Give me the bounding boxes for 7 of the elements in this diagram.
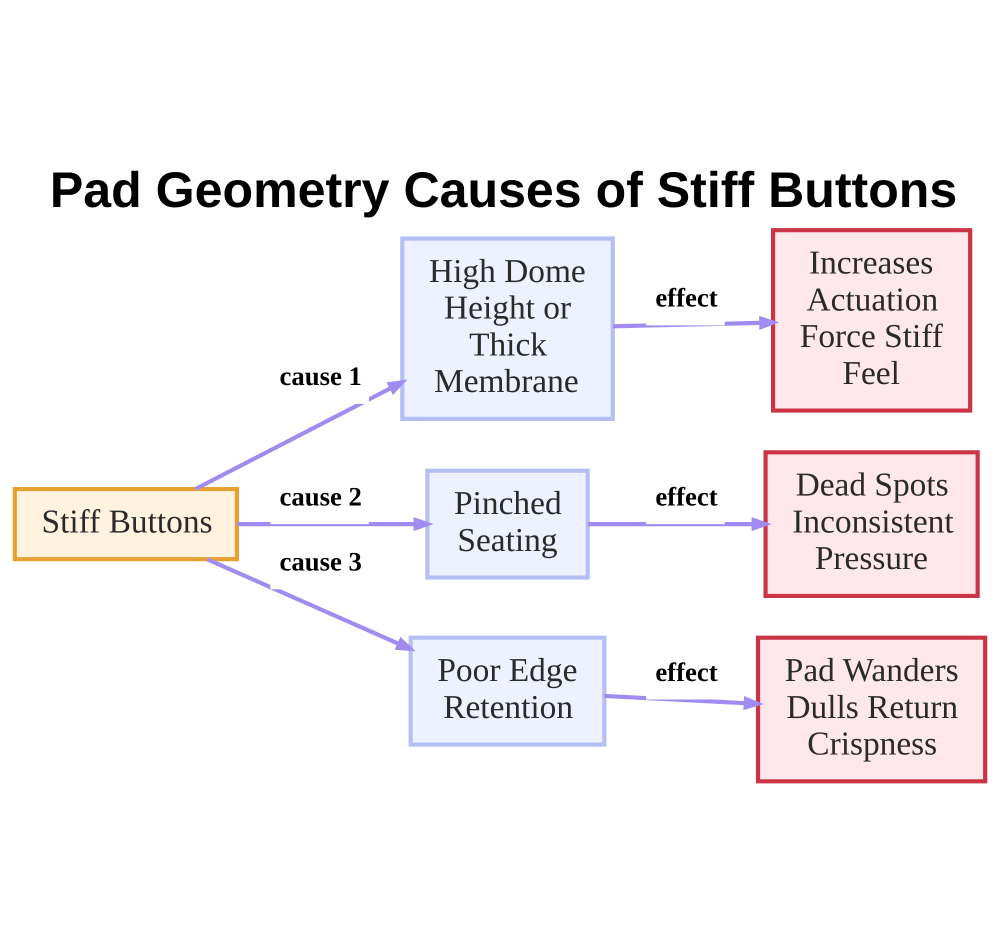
edge-label: cause 2 (280, 480, 362, 511)
edge-label: cause 1 (280, 360, 362, 391)
diagram-title: Pad Geometry Causes of Stiff Buttons (50, 161, 958, 218)
edge-label: effect (655, 480, 718, 511)
edge-label: effect (655, 656, 718, 686)
edge-label: effect (655, 282, 718, 312)
edge-label: cause 3 (280, 546, 362, 576)
